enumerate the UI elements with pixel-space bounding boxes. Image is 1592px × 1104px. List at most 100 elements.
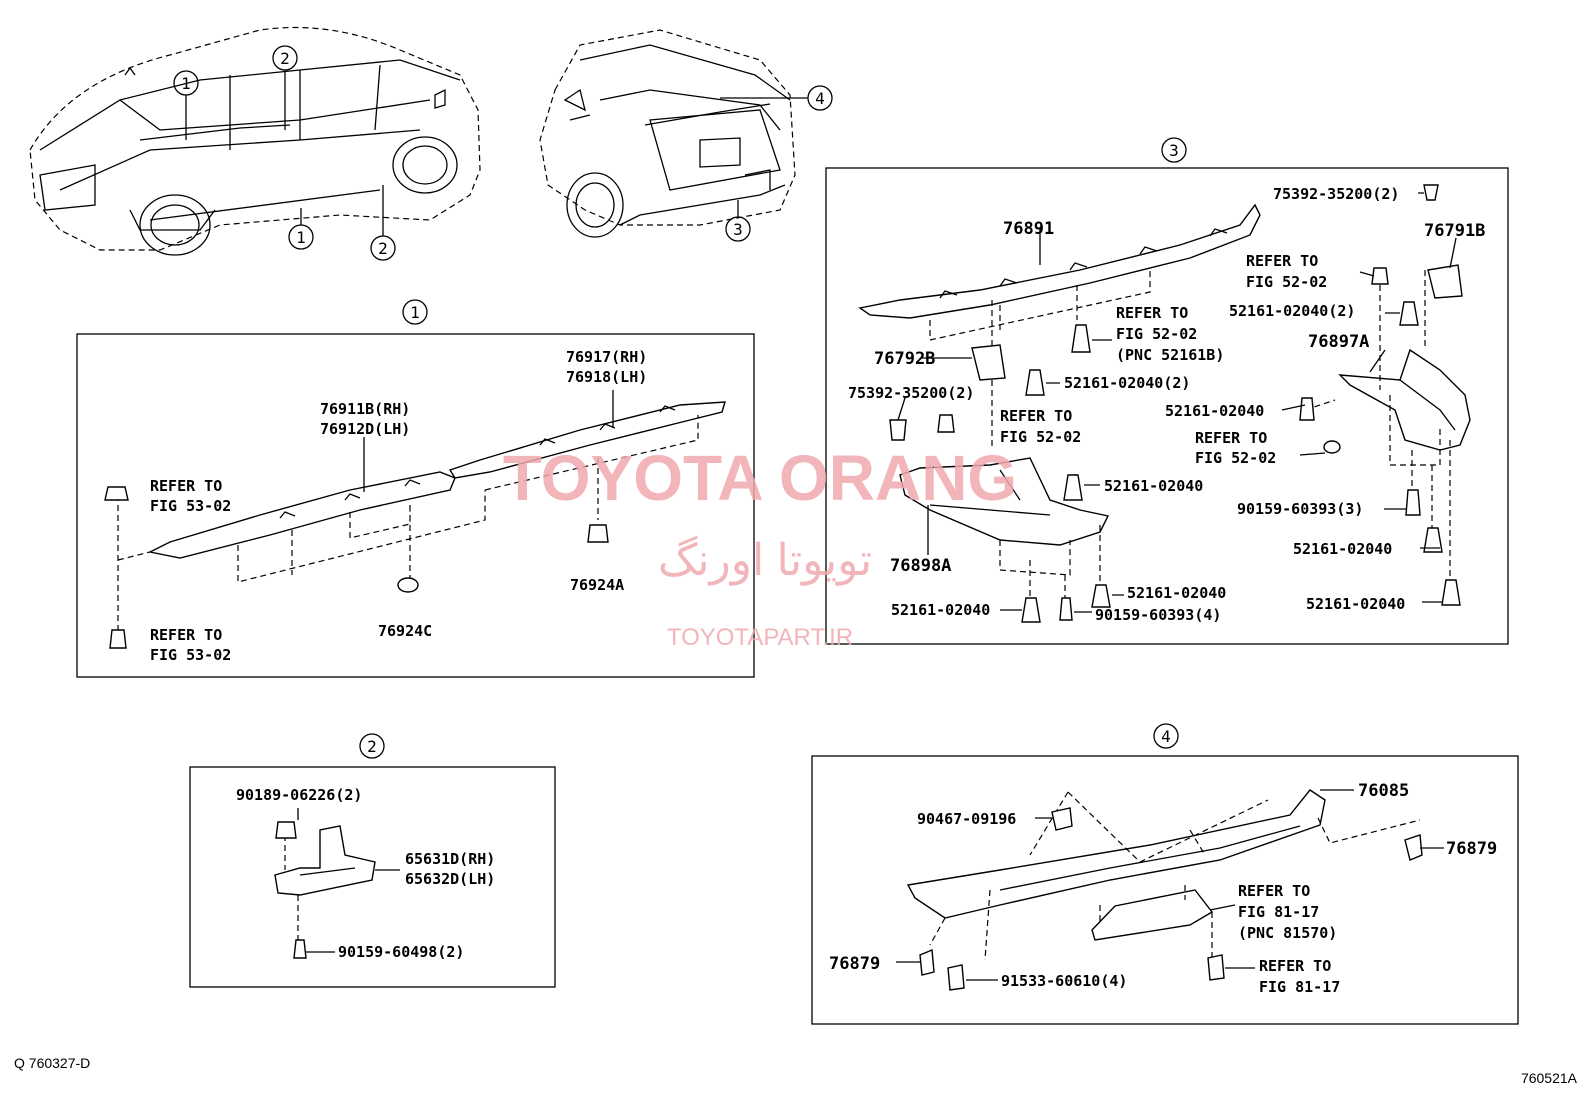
bracket-65631d	[274, 825, 376, 896]
bracket-76791b	[1427, 264, 1463, 299]
side-spoiler-76898a	[899, 457, 1110, 546]
screw-90159-b	[1059, 597, 1073, 621]
label-90159-r: 90159-60393(3)	[1237, 500, 1363, 518]
clip-refer-c	[937, 414, 955, 433]
svg-text:2: 2	[280, 49, 290, 68]
svg-text:2: 2	[367, 737, 377, 756]
panel-1: 1 76917(RH) 76918(LH) 76911B(RH) 76912D(…	[76, 299, 755, 678]
label-76924a: 76924A	[570, 576, 624, 594]
clip-52161-b1	[1021, 597, 1041, 623]
clip-76924C	[397, 577, 419, 593]
label-refer-bottom-1: REFER TO	[150, 626, 222, 644]
label-52161-2a: 52161-02040(2)	[1229, 302, 1355, 320]
label-52161-r2: 52161-02040	[1293, 540, 1392, 558]
label-52161-r1: 52161-02040	[1165, 402, 1264, 420]
label-refer-a-2: FIG 52-02	[1246, 273, 1327, 291]
callout-car-1a: 1	[173, 70, 199, 96]
bracket-76792b	[971, 344, 1006, 381]
label-90159-b: 90159-60393(4)	[1095, 606, 1221, 624]
label-refer-c-1: REFER TO	[1000, 407, 1072, 425]
label-76879-left: 76879	[829, 954, 880, 974]
clip-52161-r3	[1441, 579, 1461, 606]
label-76792b: 76792B	[874, 349, 935, 369]
callout-car-2a: 2	[272, 45, 298, 71]
label-refer-a-2-p4: FIG 81-17	[1238, 903, 1319, 921]
clip-76924A	[587, 524, 609, 543]
nut-90467	[1051, 807, 1073, 831]
label-90467: 90467-09196	[917, 810, 1016, 828]
panel-3-callout: 3	[1161, 137, 1187, 163]
callout-car-2b: 2	[370, 235, 396, 261]
panel-2: 2 90189-06226(2) 65631D(RH) 65632D(LH) 9…	[189, 733, 556, 988]
label-90189: 90189-06226(2)	[236, 786, 362, 804]
watermark: TOYOTA ORANG تویوتا اورنگ TOYOTAPART.IR	[503, 442, 1017, 651]
label-76879-right: 76879	[1446, 839, 1497, 859]
label-90159-60498: 90159-60498(2)	[338, 943, 464, 961]
label-75392-left: 75392-35200(2)	[848, 384, 974, 402]
side-spoiler-76897a	[1338, 348, 1471, 451]
svg-text:1: 1	[181, 74, 191, 93]
svg-text:3: 3	[733, 220, 743, 239]
watermark-persian: تویوتا اورنگ	[658, 535, 872, 586]
nut-90189	[275, 821, 297, 839]
screw-refer-81-17	[1207, 954, 1225, 981]
screw-90159	[293, 939, 307, 959]
clip-75392-left	[889, 419, 907, 441]
label-52161-b1: 52161-02040	[891, 601, 990, 619]
clip-refer-d	[1323, 440, 1341, 454]
footer-right-code: 760521A	[1521, 1070, 1578, 1086]
callout-car-4: 4	[807, 85, 833, 111]
watermark-site: TOYOTAPART.IR	[667, 624, 853, 651]
pin-76879-right	[1404, 834, 1423, 861]
svg-text:2: 2	[378, 239, 388, 258]
label-refer-a-1: REFER TO	[1246, 252, 1318, 270]
label-65632d-lh: 65632D(LH)	[405, 870, 495, 888]
stop-lamp-bracket	[1091, 889, 1214, 941]
label-refer-b-2: FIG 52-02	[1116, 325, 1197, 343]
label-refer-b-3: (PNC 52161B)	[1116, 346, 1224, 364]
label-52161-r3: 52161-02040	[1306, 595, 1405, 613]
label-76897a: 76897A	[1308, 332, 1369, 352]
footer-left-code: Q 760327-D	[14, 1055, 90, 1071]
label-76891: 76891	[1003, 219, 1054, 239]
clip-52161-mid	[1063, 474, 1083, 501]
panel-4-callout: 4	[1153, 723, 1179, 749]
label-76898a: 76898A	[890, 556, 951, 576]
svg-text:1: 1	[410, 303, 420, 322]
clip-52161-2b	[1025, 369, 1045, 396]
label-refer-top-2: FIG 53-02	[150, 497, 231, 515]
panel-2-callout: 2	[359, 733, 385, 759]
lower-spoiler-76891	[858, 203, 1261, 319]
svg-text:4: 4	[815, 89, 825, 108]
label-refer-a-1-p4: REFER TO	[1238, 882, 1310, 900]
screw-90159-r	[1405, 489, 1421, 516]
label-refer-a-3-p4: (PNC 81570)	[1238, 924, 1337, 942]
panel-1-callout: 1	[402, 299, 428, 325]
label-76791b: 76791B	[1424, 221, 1485, 241]
label-76917-rh: 76917(RH)	[566, 348, 647, 366]
label-76085: 76085	[1358, 781, 1409, 801]
car-rear-illustration	[539, 29, 796, 238]
label-76924c: 76924C	[378, 622, 432, 640]
clip-refer-b	[1071, 324, 1091, 353]
label-refer-bottom-2: FIG 53-02	[150, 646, 231, 664]
clip-refer-bottom	[109, 629, 127, 649]
screw-91533	[947, 964, 965, 991]
label-refer-c-2: FIG 52-02	[1000, 428, 1081, 446]
label-76918-lh: 76918(LH)	[566, 368, 647, 386]
svg-text:4: 4	[1161, 727, 1171, 746]
clip-52161-2a	[1399, 301, 1419, 326]
label-76912d-lh: 76912D(LH)	[320, 420, 410, 438]
pin-76879-left	[919, 948, 935, 976]
clip-52161-r2	[1423, 527, 1443, 553]
watermark-brand: TOYOTA ORANG	[503, 442, 1017, 514]
svg-text:1: 1	[296, 228, 306, 247]
label-52161-mid: 52161-02040	[1104, 477, 1203, 495]
label-refer-d-1: REFER TO	[1195, 429, 1267, 447]
clip-75392-right	[1423, 184, 1439, 201]
clip-refer-a	[1371, 267, 1389, 285]
label-refer-top-1: REFER TO	[150, 477, 222, 495]
label-refer-b-2-p4: FIG 81-17	[1259, 978, 1340, 996]
